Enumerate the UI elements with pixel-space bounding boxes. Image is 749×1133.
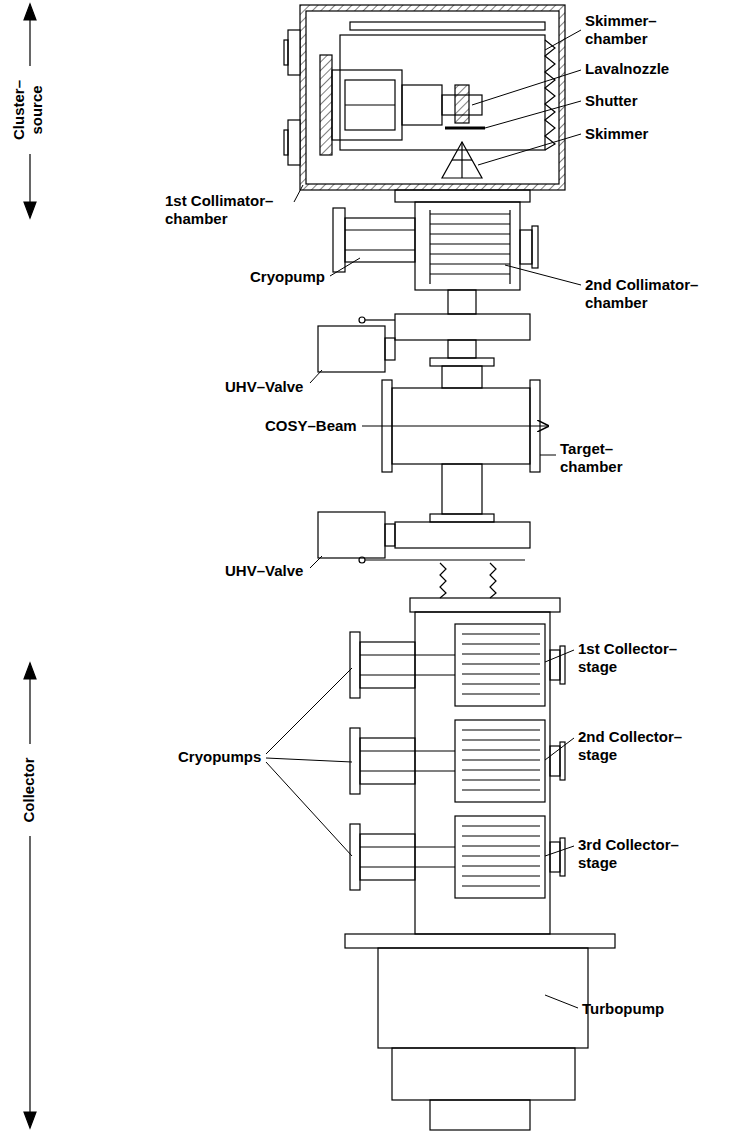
part-label: 1st Collector– stage <box>578 640 698 676</box>
part-label: Skimmer <box>585 125 648 143</box>
collector-stage <box>350 816 565 898</box>
part-label: 3rd Collector– stage <box>578 836 698 872</box>
part-label: Lavalnozzle <box>585 60 669 78</box>
section-label: Cluster– source <box>10 74 46 146</box>
part-label: Turbopump <box>582 1000 664 1018</box>
part-label: 2nd Collector– stage <box>578 728 698 764</box>
collector-stage <box>350 624 565 706</box>
part-label: Shutter <box>585 92 638 110</box>
part-label: Cryopumps <box>178 748 261 766</box>
part-label: Cryopump <box>250 268 325 286</box>
turbopump <box>378 948 588 1130</box>
collector-body <box>345 598 615 948</box>
part-label: Skimmer– chamber <box>585 12 680 48</box>
leader-line <box>266 30 581 1008</box>
part-label: UHV–Valve <box>225 378 303 396</box>
part-label: 1st Collimator– chamber <box>165 192 293 228</box>
section-label: Collector <box>19 757 37 822</box>
part-label: Target– chamber <box>560 440 640 476</box>
part-label: UHV–Valve <box>225 562 303 580</box>
collector-stage <box>350 720 565 802</box>
part-label: 2nd Collimator– chamber <box>585 276 713 312</box>
collimator-chamber <box>333 190 538 314</box>
target-chamber <box>362 366 548 522</box>
cluster-source-housing <box>284 5 565 190</box>
part-label: COSY–Beam <box>265 417 357 435</box>
extent-arrow <box>24 4 36 1128</box>
gate-valve <box>318 314 530 372</box>
gate-valve <box>318 512 530 598</box>
